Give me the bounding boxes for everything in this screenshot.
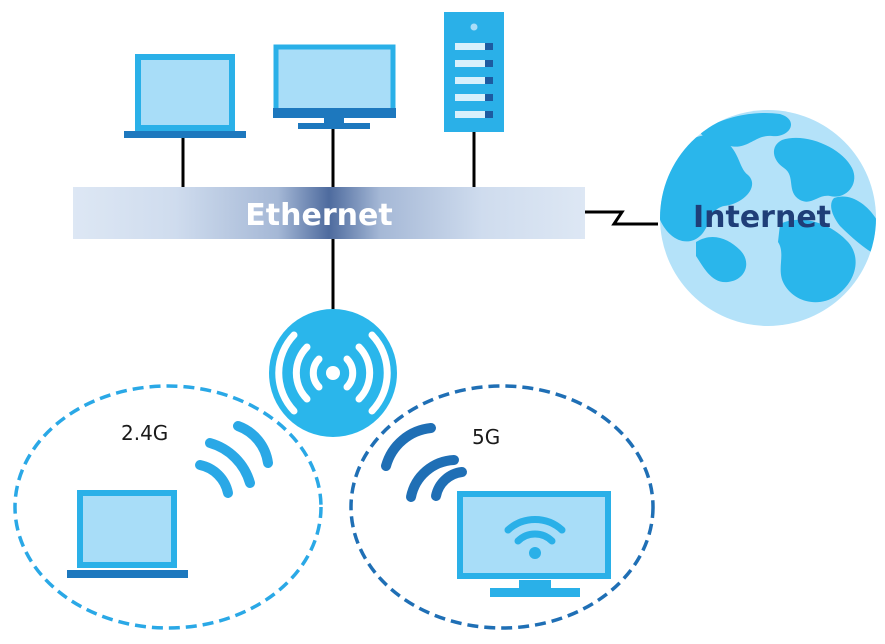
connection-lines (181, 128, 658, 312)
wifi-waves-icon (195, 421, 273, 498)
bus-to-internet-link (585, 210, 658, 226)
server-icon (444, 12, 504, 132)
laptop-icon (124, 54, 246, 138)
ethernet-bus-bar (73, 187, 585, 239)
laptop-icon (67, 490, 188, 578)
band-24g-coverage (13, 384, 323, 630)
band-24g-label: 2.4G (121, 421, 168, 445)
monitor-wifi-icon (457, 491, 611, 597)
wifi-waves-icon (381, 423, 467, 502)
access-point-icon (269, 309, 397, 437)
ethernet-label: Ethernet (245, 198, 392, 233)
band-5g-label: 5G (472, 425, 500, 449)
globe-icon: Internet (660, 110, 876, 326)
ethernet-bus: Ethernet (73, 187, 585, 239)
desktop-monitor-icon (273, 44, 396, 129)
internet-label: Internet (693, 200, 831, 235)
band-5g-coverage (349, 384, 655, 630)
